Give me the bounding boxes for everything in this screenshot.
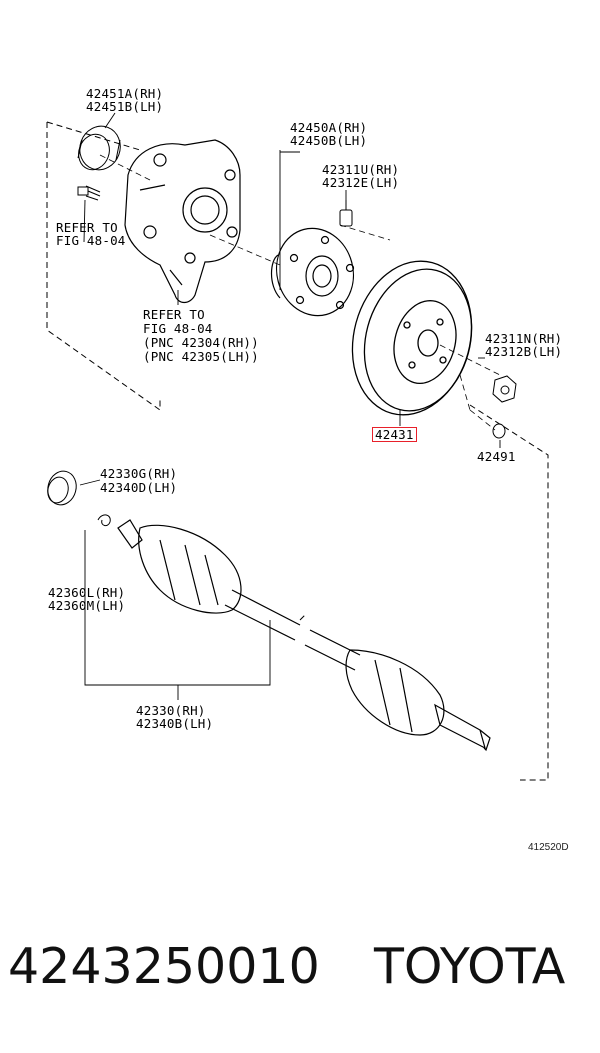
label-refer-left-2: FIG 48-04	[56, 233, 126, 248]
axis-line	[99, 154, 501, 431]
diagram-code: 412520D	[528, 842, 569, 853]
label-42491: 42491	[477, 449, 516, 464]
label-42311n: 42311N(RH)	[485, 331, 563, 346]
assembly-frame	[46, 121, 549, 781]
parts-diagram	[46, 112, 549, 781]
hub-nut-42311N	[492, 375, 517, 403]
leader-lines	[79, 112, 501, 700]
drive-shaft-42330	[117, 519, 491, 752]
cap-42491	[492, 423, 506, 439]
label-42340d: 42340D(LH)	[100, 480, 178, 495]
snap-ring-42360	[97, 514, 111, 527]
label-42330g: 42330G(RH)	[100, 466, 178, 481]
brand-name: TOYOTA	[374, 938, 566, 995]
label-refer-bottom-2: FIG 48-04	[143, 321, 213, 336]
label-refer-left-1: REFER TO	[56, 220, 118, 235]
label-42450a: 42450A(RH)	[290, 120, 368, 135]
label-refer-bottom-1: REFER TO	[143, 307, 205, 322]
label-42360m: 42360M(LH)	[48, 598, 126, 613]
footer: 4243250010 TOYOTA	[0, 938, 600, 1008]
label-42312b: 42312B(LH)	[485, 344, 563, 359]
label-42451b: 42451B(LH)	[86, 99, 164, 114]
label-42431-highlighted[interactable]: 42431	[372, 427, 417, 442]
hub-bolt-42311U	[339, 200, 353, 227]
label-42330: 42330(RH)	[136, 703, 206, 718]
label-42360l: 42360L(RH)	[48, 585, 126, 600]
hub-bearing-42450	[270, 227, 355, 317]
bolt-left	[77, 185, 101, 201]
part-number: 4243250010	[8, 938, 320, 995]
label-42311u: 42311U(RH)	[322, 162, 400, 177]
label-42450b: 42450B(LH)	[290, 133, 368, 148]
label-42340b: 42340B(LH)	[136, 716, 214, 731]
oil-seal-42451	[77, 125, 121, 171]
steering-knuckle	[124, 139, 241, 304]
label-42451a: 42451A(RH)	[86, 86, 164, 101]
label-refer-bottom-4: (PNC 42305(LH))	[143, 349, 259, 364]
label-refer-bottom-3: (PNC 42304(RH))	[143, 335, 259, 350]
brake-disc-42431	[351, 260, 473, 416]
label-42312e: 42312E(LH)	[322, 175, 400, 190]
oil-seal-42330G	[47, 470, 77, 506]
